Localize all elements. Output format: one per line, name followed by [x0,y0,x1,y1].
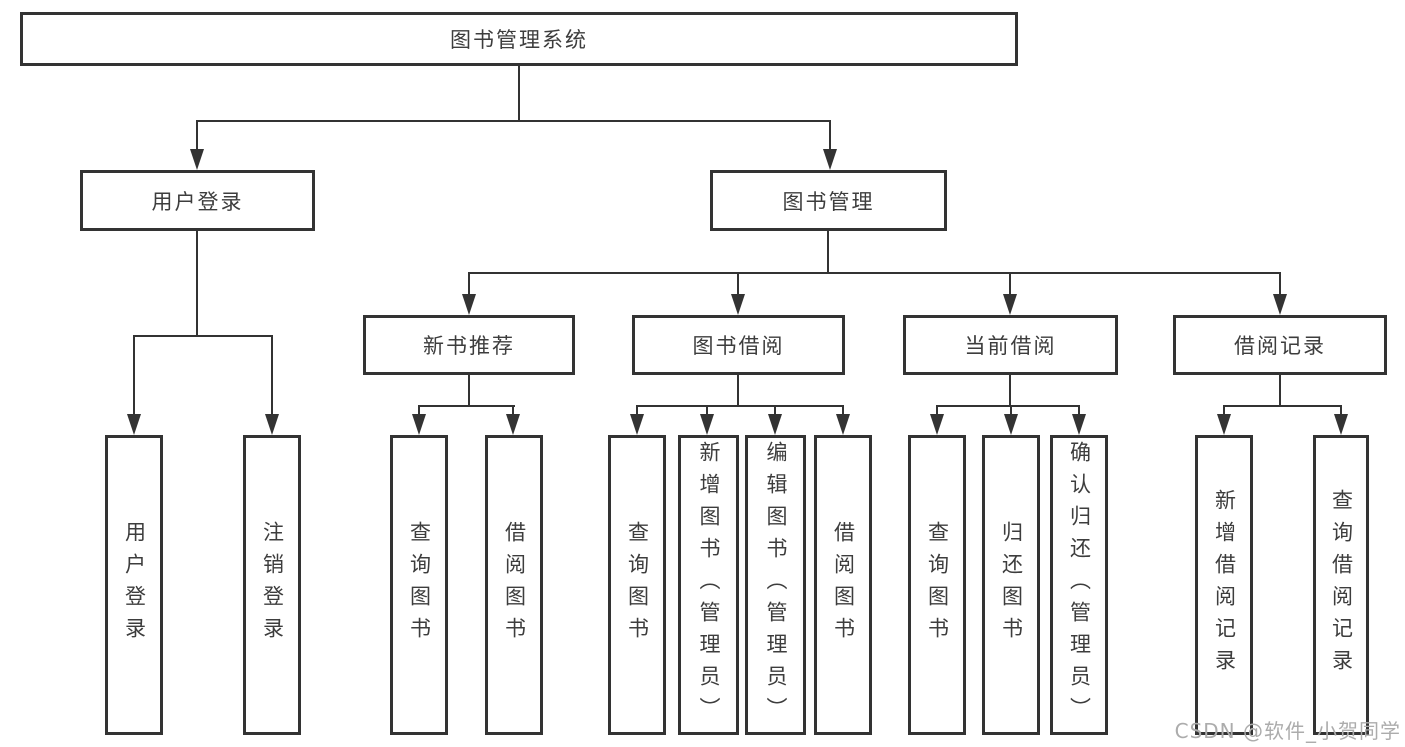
arrow-down-icon [731,294,745,315]
leaf-query-borrow-record: 查询借阅记录 [1313,435,1369,735]
node-label: 图书借阅 [692,334,785,358]
leaf-label: 新增图书（管理员） [697,441,721,729]
connector-line [418,405,515,407]
connector-line [271,335,273,415]
leaf-query-books-borrow: 查询图书 [608,435,666,735]
connector-line [842,405,844,417]
arrow-down-icon [930,414,944,435]
connector-line [827,231,829,272]
leaf-query-books-current: 查询图书 [908,435,966,735]
leaf-add-books-admin: 新增图书（管理员） [678,435,739,735]
arrow-down-icon [1003,294,1017,315]
connector-line [829,120,831,150]
arrow-down-icon [1004,414,1018,435]
node-label: 图书管理系统 [450,28,588,52]
connector-line [196,120,198,150]
connector-line [468,272,1281,274]
leaf-user-login: 用户登录 [105,435,163,735]
connector-line [418,405,420,417]
leaf-label: 新增借阅记录 [1212,489,1237,681]
arrow-down-icon [506,414,520,435]
leaf-label: 借阅图书 [502,521,527,649]
leaf-label: 查询图书 [407,521,432,649]
connector-line [133,335,273,337]
arrow-down-icon [700,414,714,435]
connector-line [1078,405,1080,417]
connector-line [737,272,739,296]
node-label: 借阅记录 [1234,334,1326,358]
connector-line [1010,405,1012,417]
watermark: CSDN @软件_小贺同学 [1174,719,1401,743]
arrow-down-icon [1217,414,1231,435]
connector-line [1340,405,1342,417]
connector-line [468,272,470,296]
arrow-down-icon [265,414,279,435]
leaf-add-borrow-record: 新增借阅记录 [1195,435,1253,735]
leaf-label: 借阅图书 [831,521,856,649]
connector-line [636,405,638,417]
arrow-down-icon [630,414,644,435]
leaf-return-books: 归还图书 [982,435,1040,735]
node-book-management: 图书管理 [710,170,947,231]
leaf-borrow-books: 借阅图书 [814,435,872,735]
leaf-label: 归还图书 [999,521,1024,649]
connector-line [1279,375,1281,405]
leaf-label: 查询图书 [925,521,950,649]
leaf-confirm-return-admin: 确认归还（管理员） [1050,435,1108,735]
node-label: 图书管理 [782,189,875,214]
arrow-down-icon [1072,414,1086,435]
leaf-label: 注销登录 [260,521,285,649]
connector-line [512,405,514,417]
leaf-label: 查询图书 [625,521,650,649]
leaf-label: 用户登录 [122,521,147,649]
connector-line [936,405,938,417]
arrow-down-icon [768,414,782,435]
arrow-down-icon [190,149,204,170]
arrow-down-icon [1334,414,1348,435]
arrow-down-icon [823,149,837,170]
node-label: 用户登录 [151,189,244,214]
node-label: 当前借阅 [964,334,1057,358]
connector-line [1223,405,1342,407]
connector-line [774,405,776,417]
node-current-borrow: 当前借阅 [903,315,1118,375]
arrow-down-icon [462,294,476,315]
connector-line [133,335,135,415]
node-borrow-records: 借阅记录 [1173,315,1387,375]
node-book-borrow: 图书借阅 [632,315,845,375]
connector-line [196,231,198,335]
arrow-down-icon [836,414,850,435]
leaf-edit-books-admin: 编辑图书（管理员） [745,435,806,735]
leaf-query-books-recommend: 查询图书 [390,435,448,735]
connector-line [737,375,739,405]
node-new-book-recommend: 新书推荐 [363,315,575,375]
connector-line [1009,375,1011,405]
arrow-down-icon [1273,294,1287,315]
arrow-down-icon [412,414,426,435]
leaf-label: 编辑图书（管理员） [764,441,788,729]
connector-line [1223,405,1225,417]
connector-line [518,66,520,120]
connector-line [636,405,844,407]
connector-line [706,405,708,417]
leaf-label: 查询借阅记录 [1329,489,1354,681]
leaf-label: 确认归还（管理员） [1067,441,1092,729]
connector-line [196,120,831,122]
leaf-borrow-books-recommend: 借阅图书 [485,435,543,735]
arrow-down-icon [127,414,141,435]
connector-line [1279,272,1281,296]
leaf-logout: 注销登录 [243,435,301,735]
connector-line [1009,272,1011,296]
connector-line [936,405,1080,407]
node-label: 新书推荐 [423,334,515,358]
node-user-login: 用户登录 [80,170,315,231]
node-library-system: 图书管理系统 [20,12,1018,66]
connector-line [468,375,470,405]
